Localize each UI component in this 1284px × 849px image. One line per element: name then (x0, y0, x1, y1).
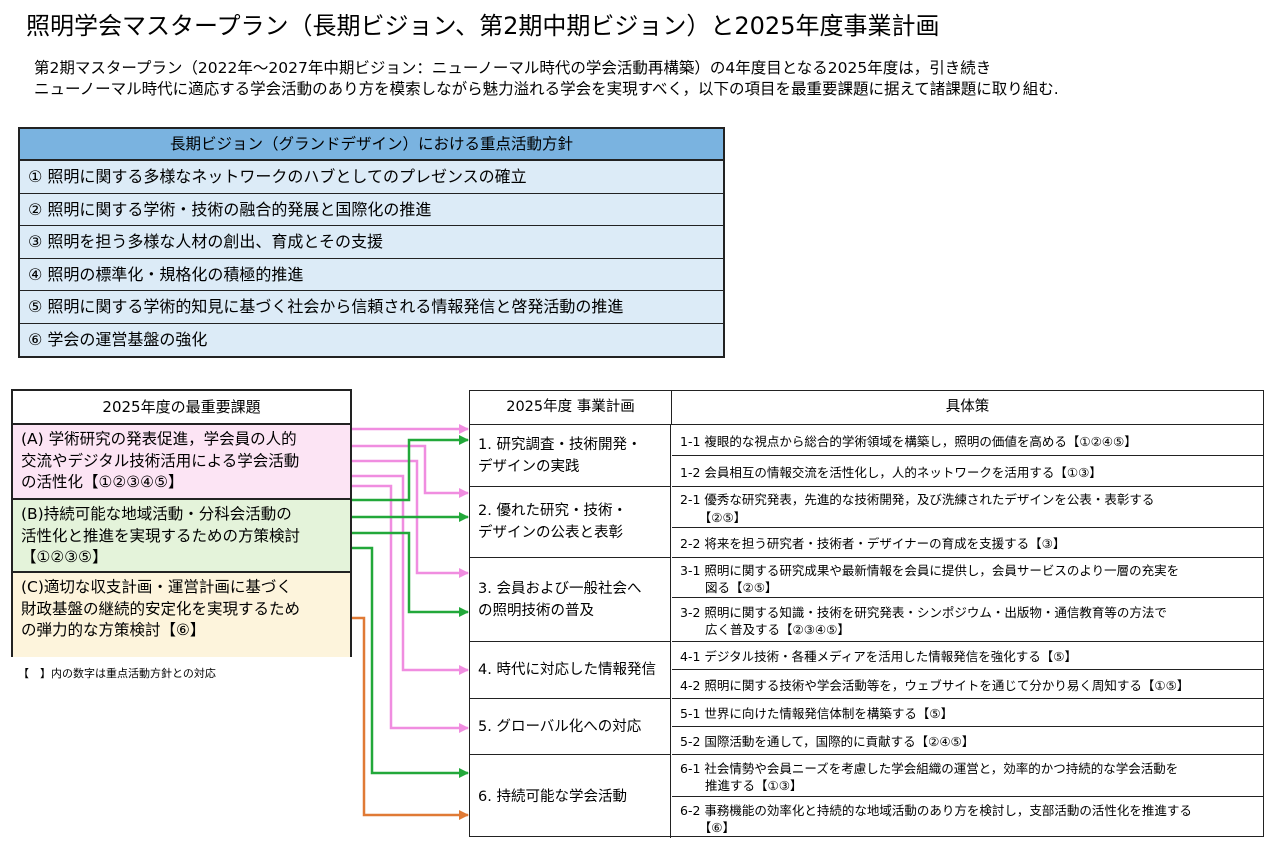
measure-line: 1-1 複眼的な視点から総合的学術領域を構築し，照明の価値を高める【①②④⑤】 (680, 433, 1137, 449)
measure-line: 4-1 デジタル技術・各種メディアを活用した情報発信を強化する【⑤】 (680, 649, 1077, 665)
category-line: 1. 研究調査・技術開発・ (478, 436, 642, 453)
vision-item: ⑥ 学会の運営基盤の強化 (20, 322, 723, 356)
measure-line: 推進する【①③】 (680, 778, 803, 793)
measure: 3-1 照明に関する研究成果や最新情報を会員に提供し，会員サービスのより一層の充… (672, 557, 1263, 597)
measure: 1-2 会員相互の情報交流を活性化し，人的ネットワークを活用する【①③】 (672, 455, 1263, 486)
issue-c-line: の弾力的な方策検討【⑥】 (21, 621, 206, 639)
page-title: 照明学会マスタープラン（長期ビジョン、第2期中期ビジョン）と2025年度事業計画 (26, 12, 940, 40)
measure: 1-1 複眼的な視点から総合的学術領域を構築し，照明の価値を高める【①②④⑤】 (672, 424, 1263, 455)
measure: 5-2 国際活動を通して，国際的に貢献する【②④⑤】 (672, 726, 1263, 754)
arrow-a-to-2 (352, 444, 469, 498)
measure-line: 5-1 世界に向けた情報発信体制を構築する【⑤】 (680, 706, 954, 722)
category-line: 2. 優れた研究・技術・ (478, 503, 627, 519)
intro-line-2: ニューノーマル時代に適応する学会活動のあり方を模索しながら魅力溢れる学会を実現す… (34, 80, 1059, 98)
plan-category: 6. 持続可能な学会活動 (470, 754, 671, 838)
vision-item: ⑤ 照明に関する学術的知見に基づく社会から信頼される情報発信と啓発活動の推進 (20, 290, 723, 323)
measure: 3-2 照明に関する知識・技術を研究発表・シンポジウム・出版物・通信教育等の方法… (672, 597, 1263, 641)
measure-line: 2-2 将来を担う研究者・技術者・デザイナーの育成を支援する【③】 (680, 536, 1066, 552)
category-line: の照明技術の普及 (478, 602, 594, 619)
plan-category: 2. 優れた研究・技術・ デザインの公表と表彰 (470, 486, 671, 557)
measure: 4-2 照明に関する技術や学会活動等を，ウェブサイトを通じて分かり易く周知する【… (672, 669, 1263, 698)
measure-line: 【②⑤】 (680, 509, 747, 525)
vision-header: 長期ビジョン（グランドデザイン）における重点活動方針 (20, 129, 723, 160)
category-line: 4. 時代に対応した情報発信 (478, 662, 656, 678)
intro-line-1: 第2期マスタープラン（2022年～2027年中期ビジョン：ニューノーマル時代の学… (34, 59, 992, 77)
arrow-a-to-4 (352, 474, 469, 675)
measure: 2-2 将来を担う研究者・技術者・デザイナーの育成を支援する【③】 (672, 527, 1263, 557)
measure-line: 図る【②⑤】 (680, 580, 778, 595)
business-plan-table: 2025年度 事業計画 具体策 1. 研究調査・技術開発・ デザインの実践 2.… (469, 390, 1264, 838)
measure-line: 3-2 照明に関する知識・技術を研究発表・シンポジウム・出版物・通信教育等の方法… (680, 604, 1167, 620)
plan-category: 5. グローバル化への対応 (470, 698, 671, 754)
issue-b-line: (B)持続可能な地域活動・分科会活動の (21, 505, 292, 523)
plan-category: 4. 時代に対応した情報発信 (470, 641, 671, 698)
measure-line: 5-2 国際活動を通して，国際的に貢献する【②④⑤】 (680, 734, 975, 750)
measure: 6-2 事務機能の効率化と持続的な地域活動のあり方を検討し，支部活動の活性化を推… (672, 796, 1263, 838)
long-term-vision-table: 長期ビジョン（グランドデザイン）における重点活動方針 ① 照明に関する多様なネッ… (18, 127, 725, 358)
vision-item: ③ 照明を担う多様な人材の創出、育成とその支援 (20, 225, 723, 258)
measure-line: 2-1 優秀な研究発表，先進的な技術開発，及び洗練されたデザインを公表・表彰する (680, 492, 1155, 507)
measure: 5-1 世界に向けた情報発信体制を構築する【⑤】 (672, 698, 1263, 726)
measure-line: 広く普及する【②③④⑤】 (680, 622, 850, 637)
category-line: デザインの実践 (478, 458, 580, 475)
plan-category: 3. 会員および一般社会へ の照明技術の普及 (470, 557, 671, 641)
measure-line: 3-1 照明に関する研究成果や最新情報を会員に提供し，会員サービスのより一層の充… (680, 562, 1180, 578)
measure-line: 【⑥】 (680, 820, 735, 835)
issues-header: 2025年度の最重要課題 (13, 391, 350, 425)
category-line: デザインの公表と表彰 (478, 525, 623, 541)
plan-category: 1. 研究調査・技術開発・ デザインの実践 (470, 424, 671, 486)
arrow-c-to-6 (352, 616, 469, 820)
footnote: 【 】内の数字は重点活動方針との対応 (18, 667, 216, 680)
measure-line: 6-2 事務機能の効率化と持続的な地域活動のあり方を検討し，支部活動の活性化を推… (680, 802, 1192, 818)
issue-a-line: (A) 学術研究の発表促進，学会員の人的 (21, 430, 297, 448)
issue-b: (B)持続可能な地域活動・分科会活動の 活性化と推進を実現するための方策検討 【… (13, 500, 350, 573)
measure-line: 4-2 照明に関する技術や学会活動等を，ウェブサイトを通じて分かり易く周知する【… (680, 677, 1190, 693)
measure: 4-1 デジタル技術・各種メディアを活用した情報発信を強化する【⑤】 (672, 641, 1263, 669)
arrow-b-to-1 (352, 435, 469, 502)
issue-a-line: 交流やデジタル技術活用による学会活動 (21, 451, 300, 470)
issue-a-line: の活性化【①②③④⑤】 (21, 473, 184, 491)
category-line: 6. 持続可能な学会活動 (478, 788, 627, 805)
vision-item: ④ 照明の標準化・規格化の積極的推進 (20, 257, 723, 291)
arrow-b-to-6 (352, 546, 469, 778)
issue-c-line: (C)適切な収支計画・運営計画に基づく (21, 578, 292, 596)
vision-item: ② 照明に関する学術・技術の融合的発展と国際化の推進 (20, 192, 723, 226)
measure: 2-1 優秀な研究発表，先進的な技術開発，及び洗練されたデザインを公表・表彰する… (672, 486, 1263, 527)
issue-c-line: 財政基盤の継続的安定化を実現するため (21, 599, 301, 618)
measure: 6-1 社会情勢や会員ニーズを考慮した学会組織の運営と，効率的かつ持続的な学会活… (672, 754, 1263, 796)
category-line: 3. 会員および一般社会へ (478, 580, 642, 597)
arrow-b-to-3 (352, 531, 469, 617)
vision-item: ① 照明に関する多様なネットワークのハブとしてのプレゼンスの確立 (20, 160, 723, 193)
issue-a: (A) 学術研究の発表促進，学会員の人的 交流やデジタル技術活用による学会活動 … (13, 425, 350, 500)
category-line: 5. グローバル化への対応 (478, 718, 642, 735)
priority-issues-box: 2025年度の最重要課題 (A) 学術研究の発表促進，学会員の人的 交流やデジタ… (11, 389, 352, 657)
intro-text: 第2期マスタープラン（2022年～2027年中期ビジョン：ニューノーマル時代の学… (34, 58, 1059, 100)
issue-c: (C)適切な収支計画・運営計画に基づく 財政基盤の継続的安定化を実現するため の… (13, 573, 350, 657)
issue-b-line: 活性化と推進を実現するための方策検討 (21, 526, 301, 545)
measure-line: 1-2 会員相互の情報交流を活性化し，人的ネットワークを活用する【①③】 (680, 464, 1102, 480)
measure-line: 6-1 社会情勢や会員ニーズを考慮した学会組織の運営と，効率的かつ持続的な学会活… (680, 760, 1179, 776)
arrow-a-to-5 (352, 484, 469, 733)
issue-b-line: 【①②③⑤】 (21, 548, 108, 566)
